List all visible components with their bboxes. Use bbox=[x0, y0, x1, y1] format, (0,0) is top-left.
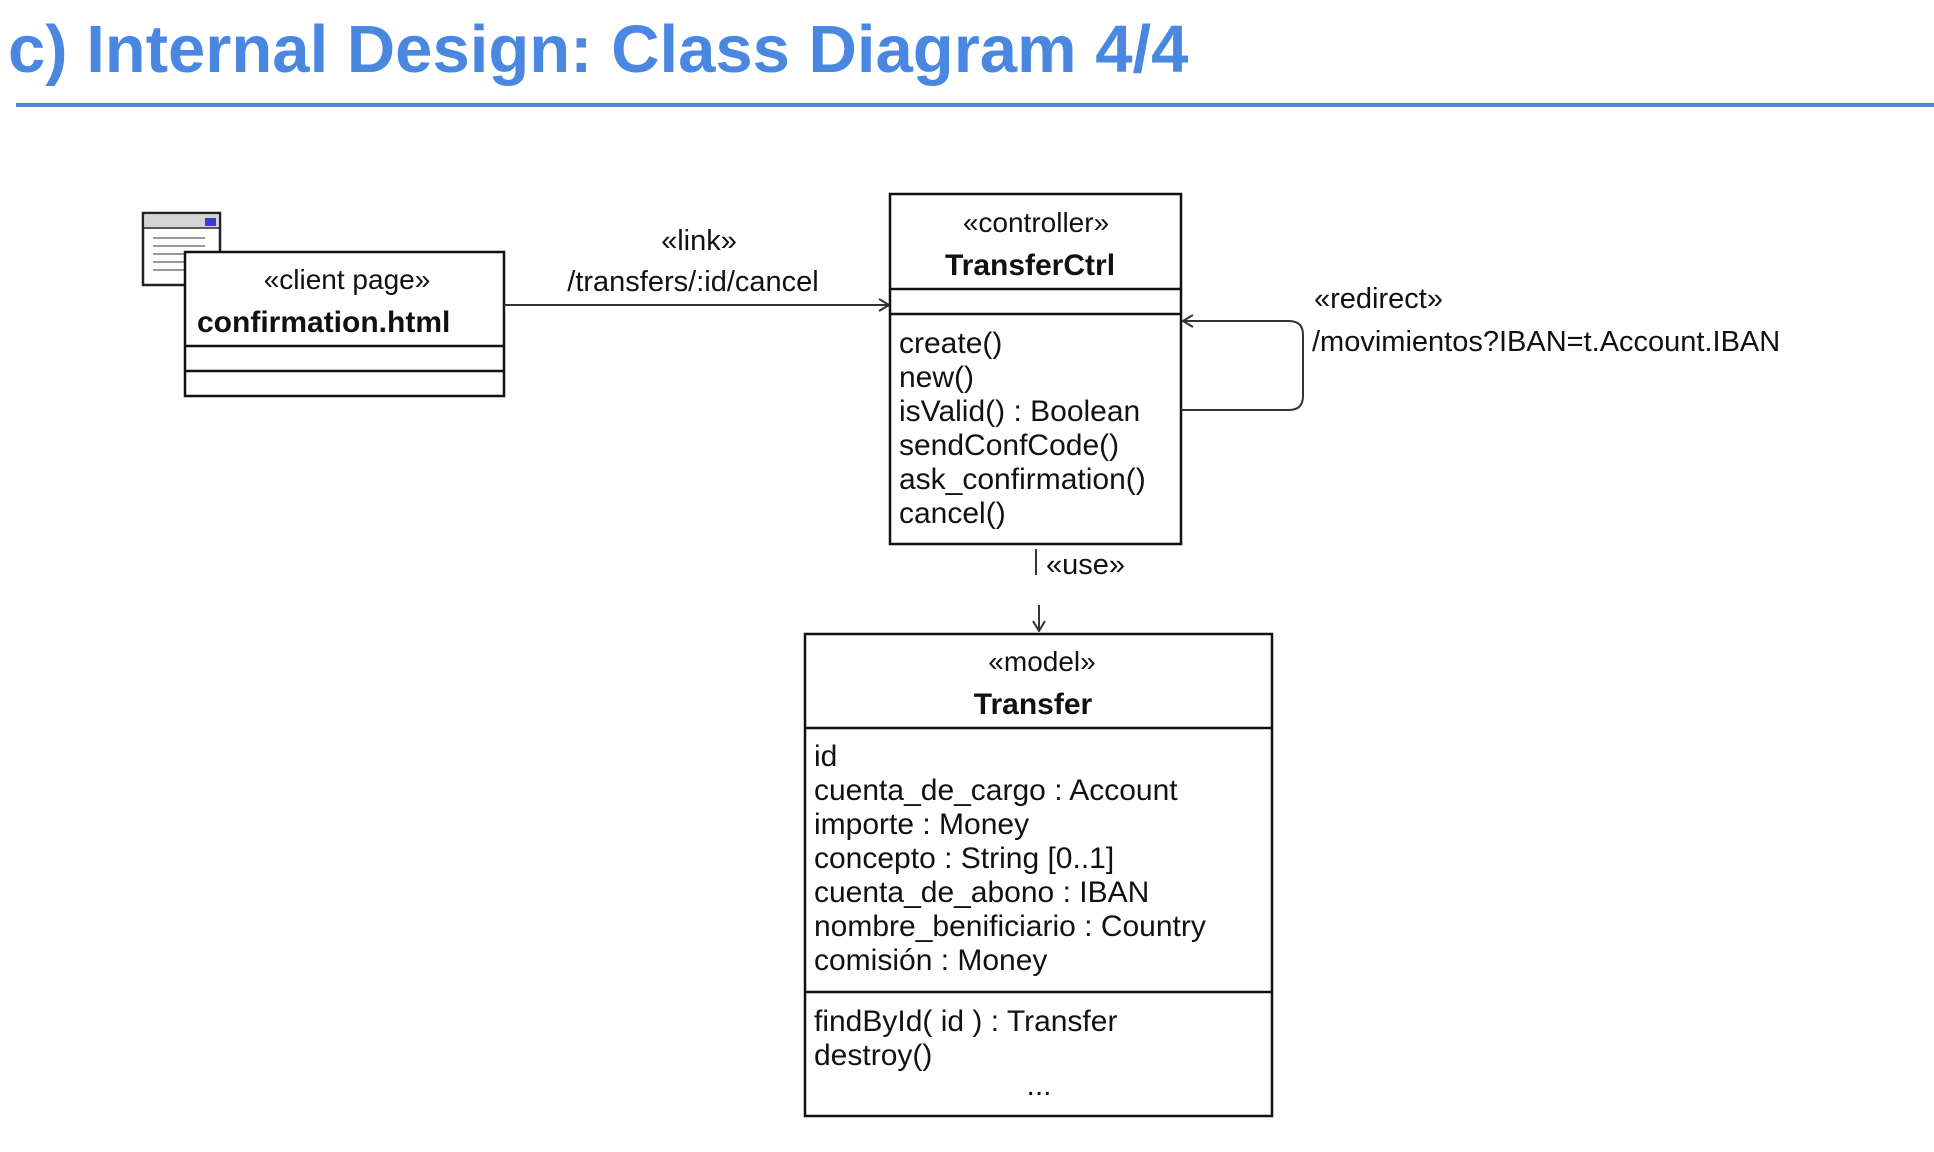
model-attribute: cuenta_de_cargo : Account bbox=[814, 774, 1178, 807]
controller-stereotype: «controller» bbox=[963, 207, 1109, 238]
use-dependency: «use» bbox=[1036, 549, 1125, 631]
model-attribute: nombre_benificiario : Country bbox=[814, 910, 1206, 943]
redirect-stereotype: «redirect» bbox=[1314, 283, 1443, 315]
controller-operation: sendConfCode() bbox=[899, 429, 1119, 462]
client-page-name: confirmation.html bbox=[197, 306, 450, 339]
redirect-path: /movimientos?IBAN=t.Account.IBAN bbox=[1312, 326, 1780, 358]
use-stereotype: «use» bbox=[1046, 549, 1125, 581]
controller-operation: cancel() bbox=[899, 497, 1006, 530]
slide-title: c) Internal Design: Class Diagram 4/4 bbox=[8, 12, 1189, 87]
model-ellipsis: ... bbox=[1026, 1069, 1051, 1102]
model-class: «model» Transfer id cuenta_de_cargo : Ac… bbox=[803, 632, 1274, 1118]
model-stereotype: «model» bbox=[988, 646, 1095, 677]
link-path: /transfers/:id/cancel bbox=[567, 266, 818, 298]
client-page-class: «client page» confirmation.html bbox=[183, 250, 506, 398]
link-association: «link» /transfers/:id/cancel bbox=[504, 225, 889, 305]
controller-name: TransferCtrl bbox=[945, 249, 1115, 282]
model-attribute: cuenta_de_abono : IBAN bbox=[814, 876, 1149, 909]
model-attribute: comisión : Money bbox=[814, 944, 1047, 977]
controller-operation: new() bbox=[899, 361, 974, 394]
redirect-association: «redirect» /movimientos?IBAN=t.Account.I… bbox=[1181, 283, 1780, 411]
model-operation: findById( id ) : Transfer bbox=[814, 1005, 1117, 1038]
controller-class: «controller» TransferCtrl create() new()… bbox=[888, 192, 1183, 546]
title-rule bbox=[16, 103, 1934, 107]
client-page-stereotype: «client page» bbox=[264, 264, 431, 295]
model-attribute: id bbox=[814, 740, 837, 773]
link-stereotype: «link» bbox=[661, 225, 737, 257]
controller-operation: create() bbox=[899, 327, 1002, 360]
controller-operation: ask_confirmation() bbox=[899, 463, 1146, 496]
model-operation: destroy() bbox=[814, 1039, 932, 1072]
model-attribute: importe : Money bbox=[814, 808, 1029, 841]
model-name: Transfer bbox=[974, 688, 1093, 721]
controller-operation: isValid() : Boolean bbox=[899, 395, 1140, 428]
model-attribute: concepto : String [0..1] bbox=[814, 842, 1114, 875]
